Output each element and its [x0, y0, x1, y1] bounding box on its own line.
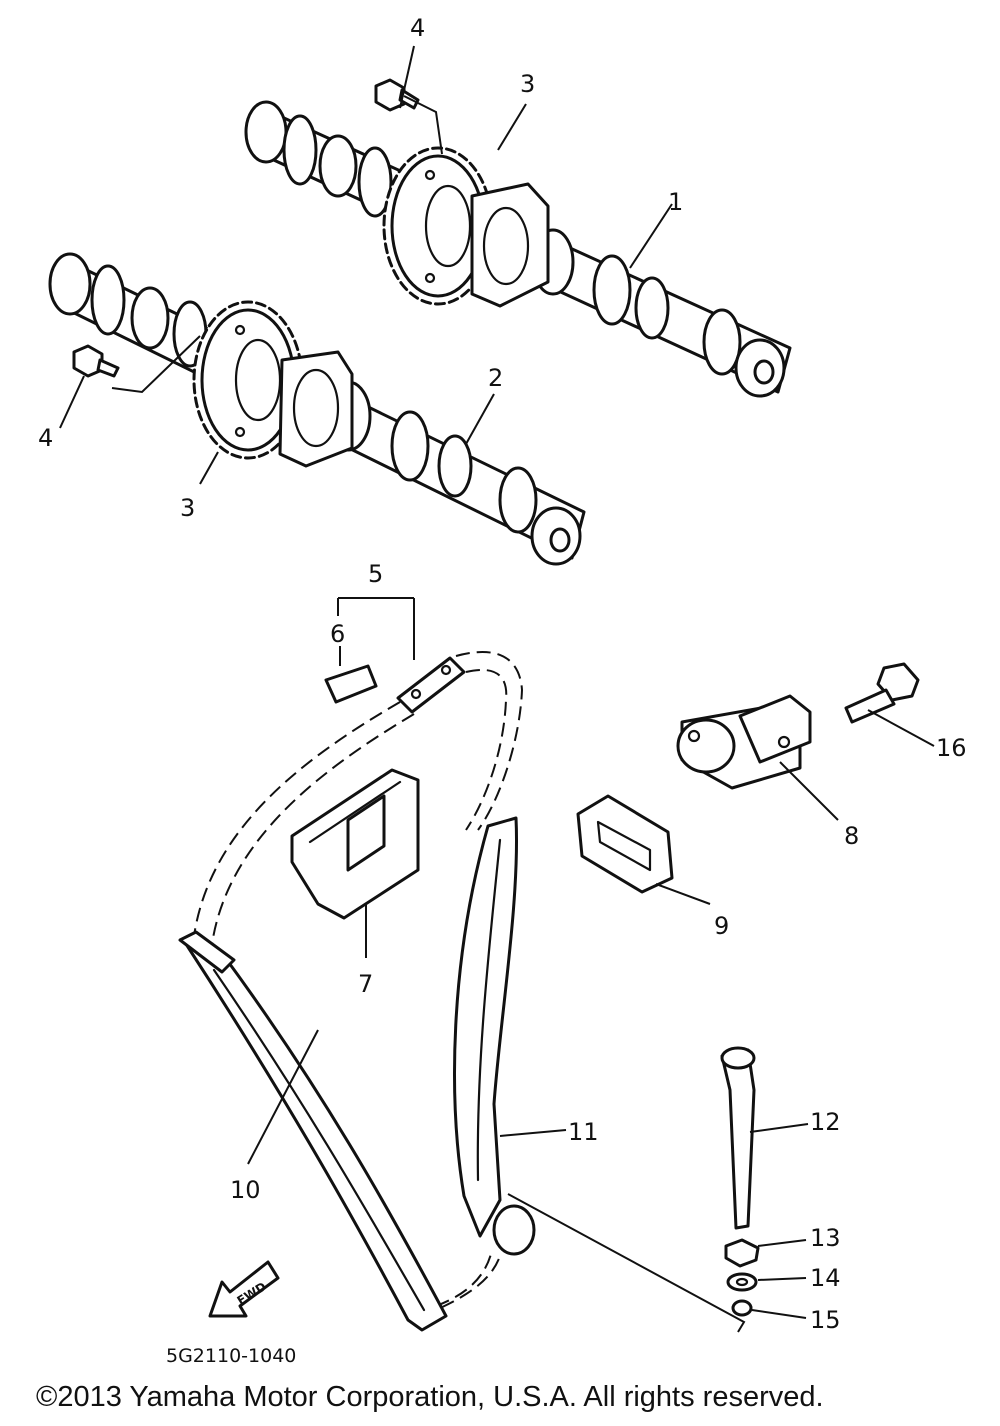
callout-6: 6 [330, 620, 345, 648]
fwd-arrow-icon: FWD [208, 1260, 280, 1318]
chain-tensioner-8[interactable] [676, 694, 812, 790]
pivot-bolt-12[interactable] [720, 1046, 756, 1230]
sprocket-bolt-upper[interactable] [374, 78, 420, 112]
chain-joint-5[interactable] [396, 656, 466, 714]
callout-4-lower: 4 [38, 424, 53, 452]
callout-14: 14 [810, 1264, 841, 1292]
callout-16: 16 [936, 734, 967, 762]
callout-1: 1 [668, 188, 683, 216]
callout-9: 9 [714, 912, 729, 940]
callout-11: 11 [568, 1118, 599, 1146]
callout-7: 7 [358, 970, 373, 998]
callout-12: 12 [810, 1108, 841, 1136]
cam-sprocket-upper[interactable] [382, 146, 550, 308]
callout-13: 13 [810, 1224, 841, 1252]
drawing-code: 5G2110-1040 [166, 1345, 296, 1367]
tensioner-bolt-16[interactable] [844, 662, 920, 724]
sprocket-bolt-lower[interactable] [72, 344, 120, 378]
tensioner-gasket-9[interactable] [576, 794, 674, 894]
callout-4-upper: 4 [410, 14, 425, 42]
cam-sprocket-lower[interactable] [192, 300, 354, 468]
callout-2: 2 [488, 364, 503, 392]
callout-3-lower: 3 [180, 494, 195, 522]
chain-guide-7[interactable] [290, 768, 420, 920]
callout-8: 8 [844, 822, 859, 850]
chain-clip-6[interactable] [324, 664, 378, 704]
washer-15[interactable] [731, 1299, 753, 1317]
callout-5: 5 [368, 560, 383, 588]
callout-15: 15 [810, 1306, 841, 1334]
washer-14[interactable] [726, 1272, 758, 1292]
leader-lines [59, 45, 935, 1333]
copyright-notice: ©2013 Yamaha Motor Corporation, U.S.A. A… [36, 1381, 824, 1413]
chain-guide-11[interactable] [453, 816, 536, 1256]
callout-3-upper: 3 [520, 70, 535, 98]
nut-13[interactable] [724, 1238, 760, 1268]
chain-guide-10[interactable] [178, 930, 448, 1332]
callout-10: 10 [230, 1176, 261, 1204]
